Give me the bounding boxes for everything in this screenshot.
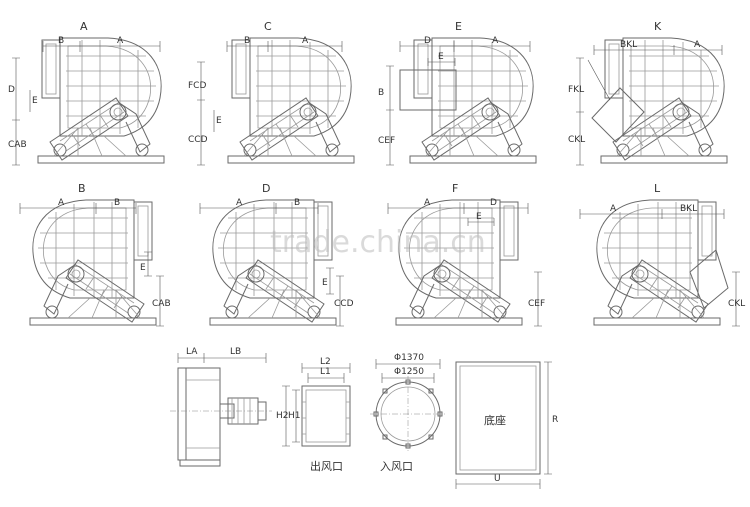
view-D: D A B E CCD (199, 182, 354, 327)
dim-label: CKL (728, 299, 745, 309)
dim-label: BKL (680, 204, 697, 214)
dim-label: Φ1250 (394, 367, 424, 377)
view-title: D (262, 182, 270, 195)
dim-label: B (378, 88, 384, 98)
inlet-detail: Φ1370 Φ1250 入风口 (370, 353, 446, 473)
view-title: L (654, 182, 661, 195)
dim-label: A (610, 204, 617, 214)
view-A: A B A D E CAB (8, 20, 165, 166)
dim-label: U (494, 474, 501, 484)
dim-label: B (114, 198, 120, 208)
view-K: K BKL A FKL CKL (568, 20, 728, 166)
dim-label: LB (230, 347, 241, 357)
view-L: L A BKL CKL (579, 182, 745, 327)
dim-label: CEF (378, 136, 395, 146)
dim-label: H2 (276, 411, 289, 421)
dim-label: H1 (288, 411, 301, 421)
view-title: A (80, 20, 88, 33)
dim-label: LA (186, 347, 198, 357)
view-B: B A B E CAB (19, 182, 171, 327)
dim-label: D (490, 198, 497, 208)
dim-label: D (8, 85, 15, 95)
dim-label: A (694, 40, 701, 50)
dim-label: E (140, 263, 146, 273)
watermark: trade.china.cn (270, 225, 486, 260)
dim-label: CCD (188, 135, 208, 145)
view-title: F (452, 182, 458, 195)
dim-label: E (216, 116, 222, 126)
dim-label: E (476, 212, 482, 222)
view-C: C B A FCD E CCD (188, 20, 355, 166)
view-E: E D A E B CEF (378, 20, 537, 166)
view-title: C (264, 20, 272, 33)
view-title: K (654, 20, 662, 33)
dim-label: CKL (568, 135, 585, 145)
dim-label: A (58, 198, 65, 208)
dim-label: Φ1370 (394, 353, 424, 363)
view-F: F A D E CEF (387, 182, 545, 327)
view-title: E (455, 20, 462, 33)
dim-label: B (294, 198, 300, 208)
dim-label: A (492, 36, 499, 46)
outlet-detail: L2 L1 H2 H1 出风口 (276, 357, 351, 473)
dim-label: B (244, 36, 250, 46)
dim-label: FKL (568, 85, 584, 95)
base-plan: 底座 R U (455, 361, 558, 489)
dim-label: L2 (320, 357, 331, 367)
motor-plan-view: LA LB (170, 347, 272, 467)
dim-label: B (58, 36, 64, 46)
dim-label: A (302, 36, 309, 46)
dim-label: D (424, 36, 431, 46)
dim-label: CEF (528, 299, 545, 309)
base-label: 底座 (484, 413, 506, 427)
outlet-caption: 出风口 (310, 459, 343, 473)
dim-label: R (552, 415, 558, 425)
dim-label: E (322, 278, 328, 288)
dim-label: CCD (334, 299, 354, 309)
dim-label: E (32, 96, 38, 106)
dim-label: E (438, 52, 444, 62)
dim-label: A (236, 198, 243, 208)
dim-label: A (424, 198, 431, 208)
dim-label: CAB (8, 140, 27, 150)
dim-label: L1 (320, 367, 331, 377)
dim-label: BKL (620, 40, 637, 50)
view-title: B (78, 182, 86, 195)
dim-label: A (117, 36, 124, 46)
inlet-caption: 入风口 (380, 460, 413, 473)
dim-label: FCD (188, 81, 206, 91)
dim-label: CAB (152, 299, 171, 309)
